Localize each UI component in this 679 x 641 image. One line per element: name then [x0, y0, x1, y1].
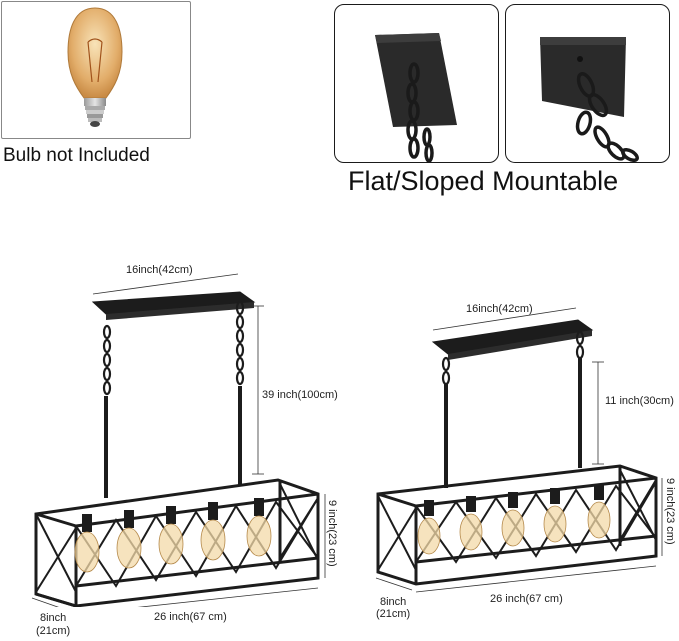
short-chain-length: 11 inch(30cm): [605, 395, 674, 407]
bulb-panel: [1, 1, 191, 139]
long-cage-length: 26 inch(67 cm): [154, 611, 227, 623]
short-cage-height: 9 inch(23 cm): [664, 478, 676, 545]
chandelier-short-drop: [375, 307, 663, 593]
edison-bulb-icon: [67, 7, 123, 127]
short-canopy-width: 16inch(42cm): [466, 303, 533, 315]
sloped-mount-panel: [505, 4, 670, 163]
long-cage-depth-cm: (21cm): [36, 625, 71, 637]
long-canopy-width: 16inch(42cm): [126, 264, 193, 276]
sloped-mount-icon: [540, 37, 639, 162]
flat-mount-panel: [334, 4, 499, 163]
long-chain-length: 39 inch(100cm): [262, 389, 338, 401]
short-cage-length: 26 inch(67 cm): [490, 593, 563, 605]
flat-mount-icon: [375, 33, 457, 162]
long-cage-depth-in: 8inch: [40, 612, 67, 624]
bulb-caption: Bulb not Included: [3, 145, 150, 166]
long-cage-height: 9 inch(23 cm): [326, 500, 338, 567]
short-cage-depth-cm: (21cm): [376, 608, 411, 620]
mount-caption: Flat/Sloped Mountable: [348, 166, 619, 196]
short-cage-depth-in: 8inch: [380, 596, 407, 608]
chandelier-long-drop: [31, 273, 326, 607]
